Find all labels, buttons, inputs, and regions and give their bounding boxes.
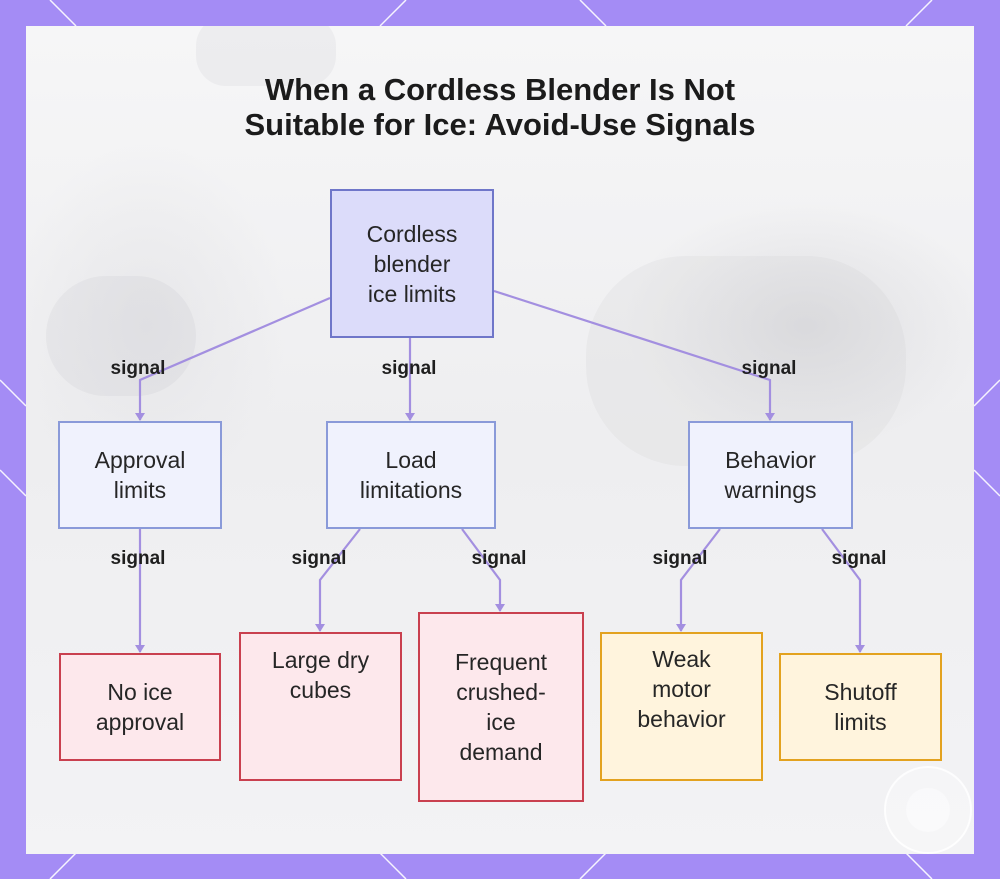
edge-label: signal — [291, 548, 347, 569]
arrowhead — [405, 413, 415, 421]
background-blur-shape — [46, 276, 196, 396]
node-text-line: Large dry — [271, 647, 370, 673]
edge-root-behavior — [493, 289, 772, 420]
edge-label: signal — [471, 548, 527, 569]
node-text-line: Weak — [652, 646, 711, 672]
edge-root-approval — [138, 296, 331, 420]
edge-label: signal — [741, 358, 797, 379]
edge-label: signal — [110, 358, 166, 379]
edge-label: signal — [110, 548, 166, 569]
arrowhead — [495, 604, 505, 612]
node-no-ice-approval: No ice approval — [59, 653, 221, 761]
node-large-dry-cubes: Large dry cubes — [239, 632, 402, 781]
node-text-line: Frequent — [454, 649, 548, 675]
node-shutoff-limits: Shutoff limits — [779, 653, 942, 761]
node-text-line: limitations — [359, 477, 463, 503]
edge-load-largedry — [318, 528, 361, 631]
node-text-line: limits — [834, 709, 887, 735]
node-text-line: Load — [385, 447, 437, 473]
node-behavior-warnings: Behavior warnings — [688, 421, 853, 529]
avatar-watermark-inner — [906, 788, 950, 832]
title-line: When a Cordless Blender Is Not — [264, 72, 736, 107]
arrowhead — [855, 645, 865, 653]
edge-behavior-shutoff — [821, 528, 862, 652]
edge-load-frequent — [461, 528, 502, 611]
node-text-line: ice — [486, 709, 516, 735]
node-text-line: No ice — [107, 679, 173, 705]
avatar-watermark-icon — [884, 766, 972, 854]
edge-label: signal — [652, 548, 708, 569]
edge-label: signal — [381, 358, 437, 379]
node-frequent-crushed-ice-demand: Frequent crushed- ice demand — [418, 612, 584, 802]
node-text-line: crushed- — [456, 679, 546, 705]
node-load-limitations: Load limitations — [326, 421, 496, 529]
arrowhead — [676, 624, 686, 632]
node-text-line: approval — [95, 709, 185, 735]
edge-label: signal — [831, 548, 887, 569]
node-text-line: motor — [652, 676, 711, 702]
node-text-line: behavior — [637, 706, 726, 732]
arrowhead — [135, 413, 145, 421]
node-text-line: warnings — [724, 477, 817, 503]
title-line: Suitable for Ice: Avoid-Use Signals — [244, 107, 756, 142]
node-text-line: Shutoff — [824, 679, 897, 705]
node-text-line: Approval — [94, 447, 186, 473]
node-text-line: ice limits — [367, 280, 457, 307]
node-text-line: limits — [113, 477, 167, 503]
node-text-line: Behavior — [725, 447, 816, 473]
edge-behavior-weakmotor — [679, 528, 721, 631]
node-text-line: cubes — [289, 677, 352, 703]
node-cordless-blender-ice-limits: Cordless blender ice limits — [330, 189, 494, 338]
node-text-line: blender — [373, 250, 451, 277]
arrowhead — [315, 624, 325, 632]
node-text-line: demand — [459, 739, 543, 765]
node-text-line: Cordless — [366, 220, 458, 247]
diagram-title: When a Cordless Blender Is Not Suitable … — [0, 72, 1000, 142]
background-blur-shape — [196, 26, 336, 86]
node-approval-limits: Approval limits — [58, 421, 222, 529]
arrowhead — [135, 645, 145, 653]
arrowhead — [765, 413, 775, 421]
node-weak-motor-behavior: Weak motor behavior — [600, 632, 763, 781]
